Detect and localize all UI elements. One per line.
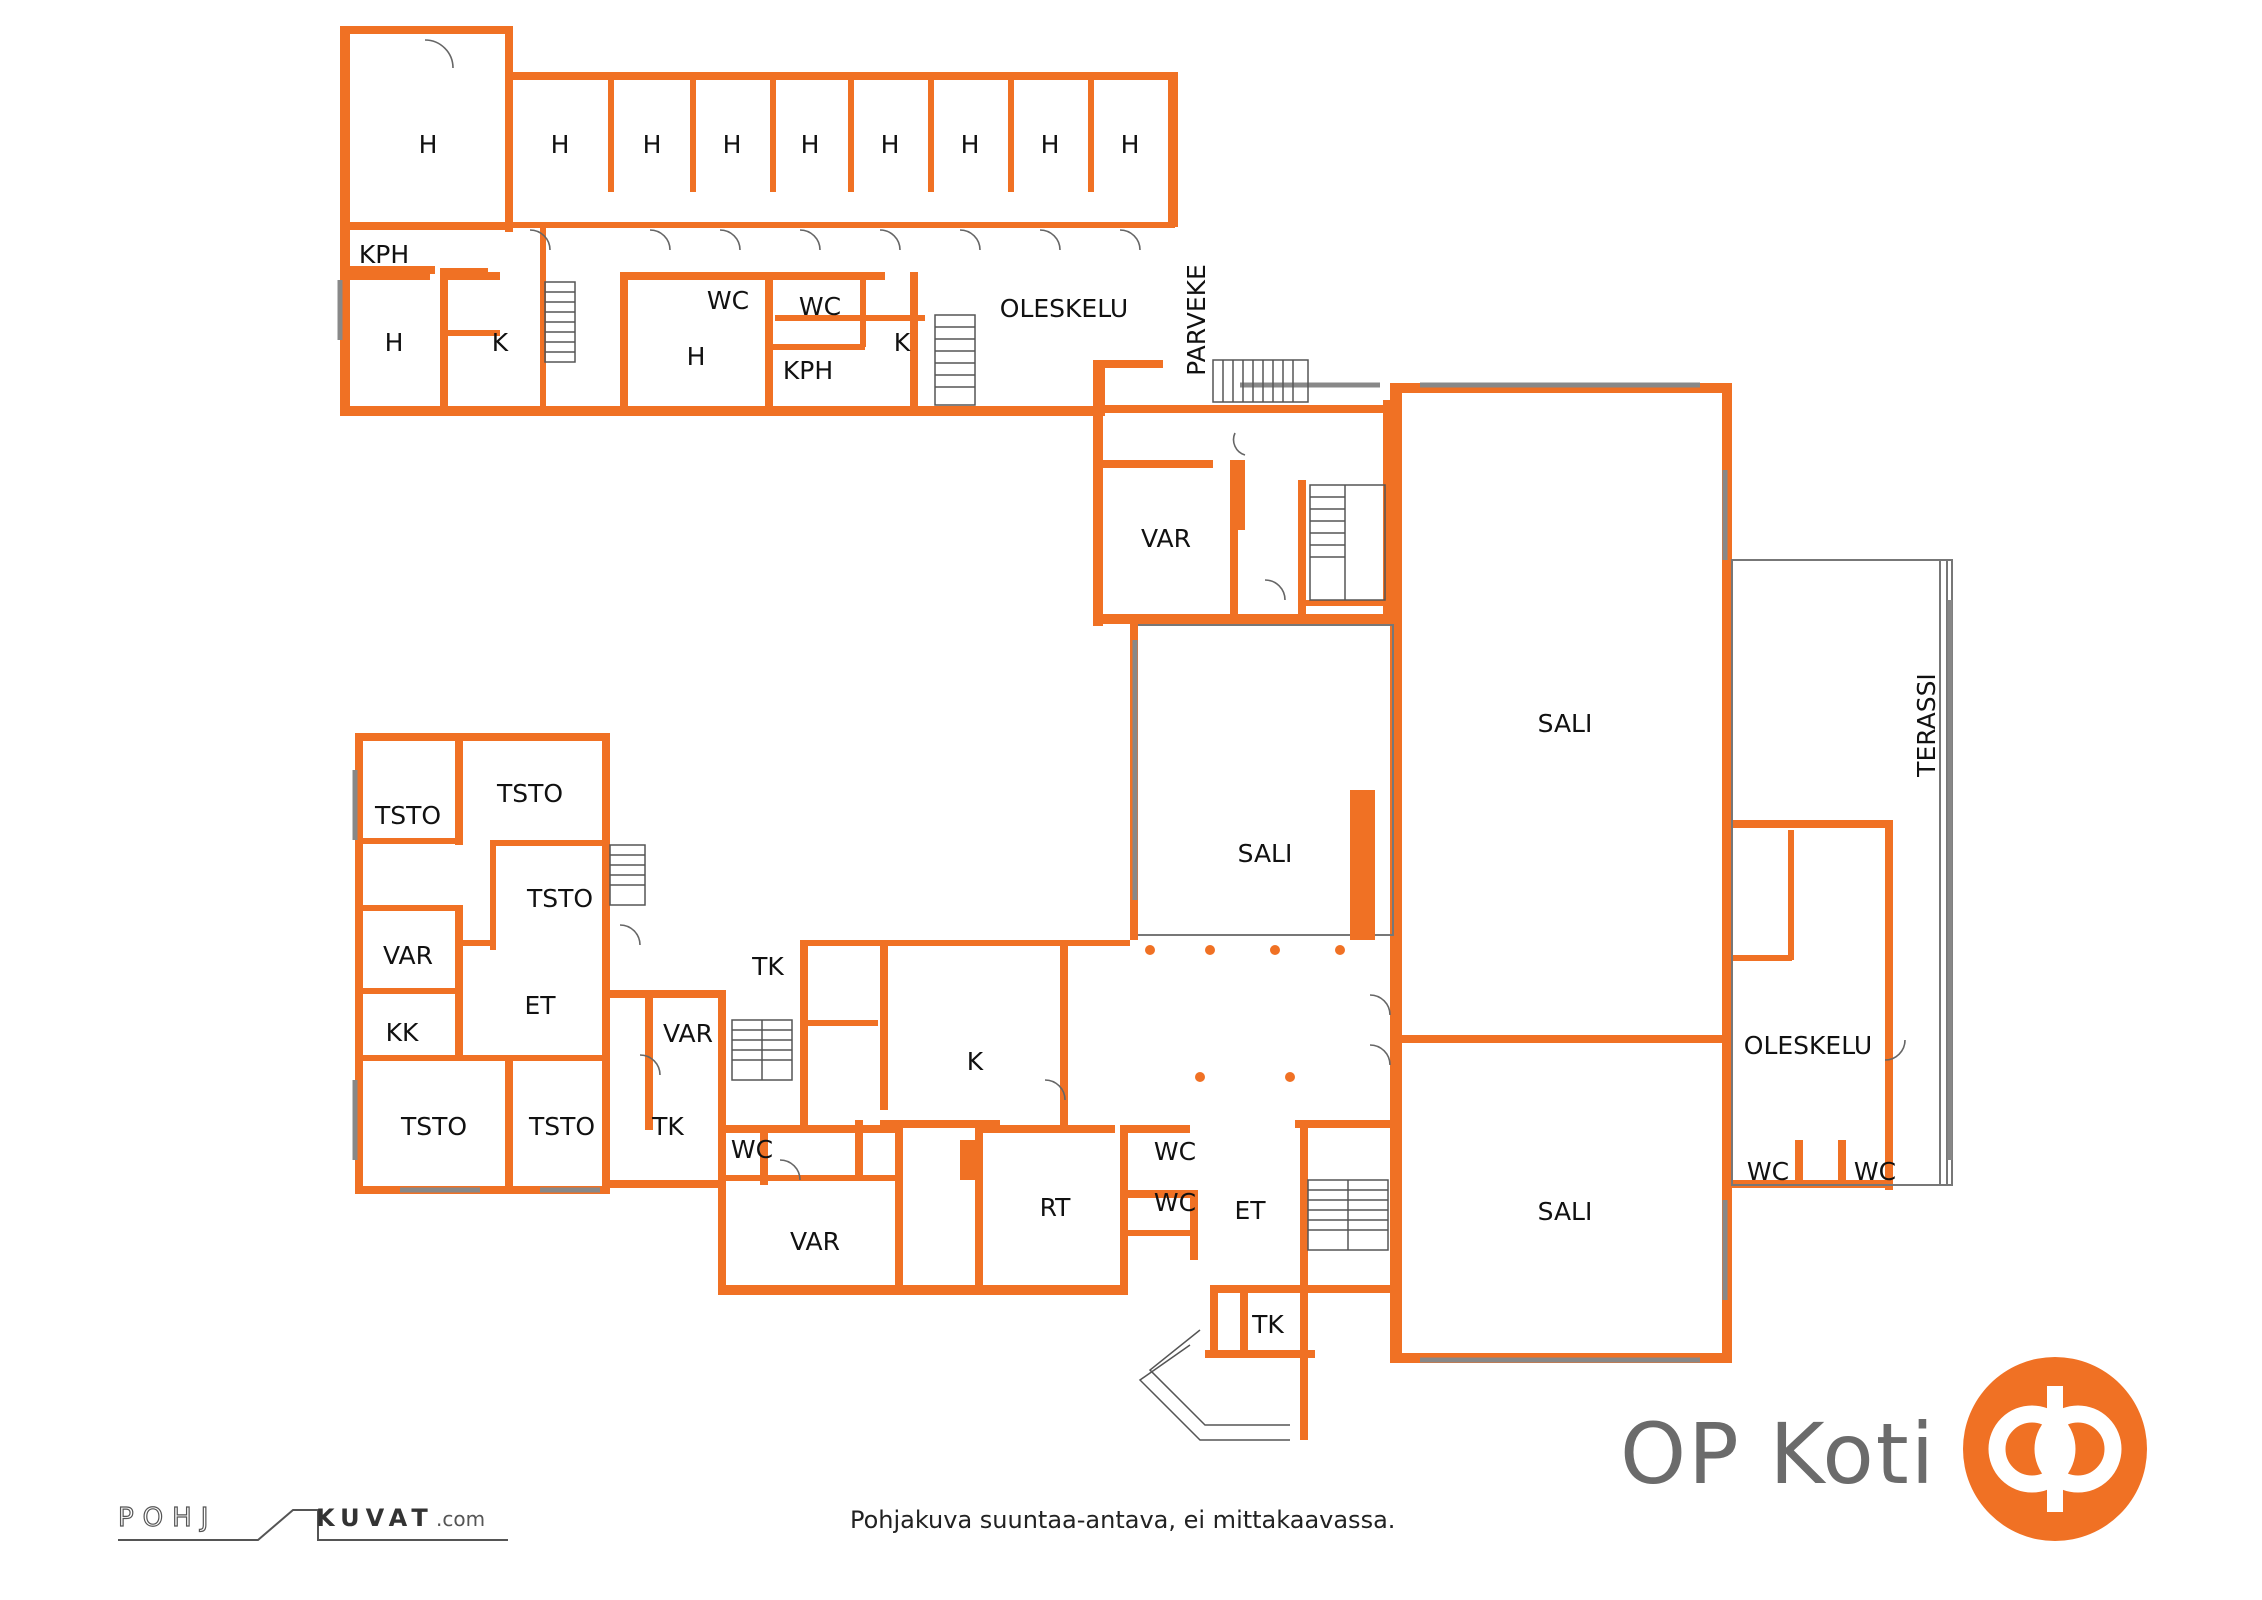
stairs [544,281,1389,1441]
caption: Pohjakuva suuntaa-antava, ei mittakaavas… [850,1506,1396,1534]
room-tsto3: TSTO [526,884,593,913]
room-tk1: TK [651,1112,684,1141]
room-wc6: WC [1154,1137,1196,1166]
north-wing-walls [340,26,1178,416]
credit-right: KUVAT [316,1504,434,1532]
room-et1: ET [524,991,556,1020]
room-tk3: TK [1251,1310,1284,1339]
room-h5: H [801,130,820,159]
room-et2: ET [1234,1196,1266,1225]
room-tsto2: TSTO [496,779,563,808]
room-tsto4: TSTO [400,1112,467,1141]
room-rt: RT [1040,1193,1072,1222]
room-tsto5: TSTO [528,1112,595,1141]
room-h2: H [551,130,570,159]
room-h11: H [687,342,706,371]
room-k1: K [492,328,509,357]
room-terassi: TERASSI [1912,673,1941,778]
brand-name: OP Koti [1620,1405,1937,1503]
room-kph2: KPH [783,356,833,385]
room-h4: H [723,130,742,159]
doors [424,39,1906,1181]
credit-suffix: .com [436,1507,485,1531]
op-logo-icon [1963,1357,2147,1541]
office-block-walls [355,733,610,1194]
room-var3: VAR [663,1019,713,1048]
room-sali2: SALI [1238,839,1293,868]
columns [1145,945,1345,1082]
room-var2: VAR [383,941,433,970]
room-wc4: WC [1854,1157,1896,1186]
credit-left: POHJ [118,1503,217,1533]
room-sali1: SALI [1538,709,1593,738]
room-oleskelu1: OLESKELU [1000,294,1128,323]
room-var1: VAR [1141,524,1191,553]
room-wc7: WC [1154,1188,1196,1217]
room-h6: H [881,130,900,159]
room-h8: H [1041,130,1060,159]
room-parveke: PARVEKE [1182,264,1211,376]
room-wc5: WC [731,1135,773,1164]
room-oleskelu2: OLESKELU [1744,1031,1872,1060]
service-block-walls [605,940,1395,1440]
east-wing-walls [1722,559,1953,1190]
room-var4: VAR [790,1227,840,1256]
room-tk2: TK [751,952,784,981]
room-wc3: WC [1747,1157,1789,1186]
room-h1: H [419,130,438,159]
room-tsto1: TSTO [374,801,441,830]
room-kph1: KPH [359,240,409,269]
room-wc2: WC [799,292,841,321]
room-h3: H [643,130,662,159]
room-h10: H [385,328,404,357]
room-k3: K [967,1047,984,1076]
room-kk: KK [386,1018,419,1047]
room-sali3: SALI [1538,1197,1593,1226]
sali-walls [1130,620,1394,940]
room-h7: H [961,130,980,159]
credit-logo: POHJ KUVAT .com [118,1502,508,1541]
room-labels: H H H H H H H H H KPH H K WC WC H KPH K … [359,130,1941,1339]
room-wc1: WC [707,286,749,315]
room-h9: H [1121,130,1140,159]
room-k2: K [894,328,911,357]
